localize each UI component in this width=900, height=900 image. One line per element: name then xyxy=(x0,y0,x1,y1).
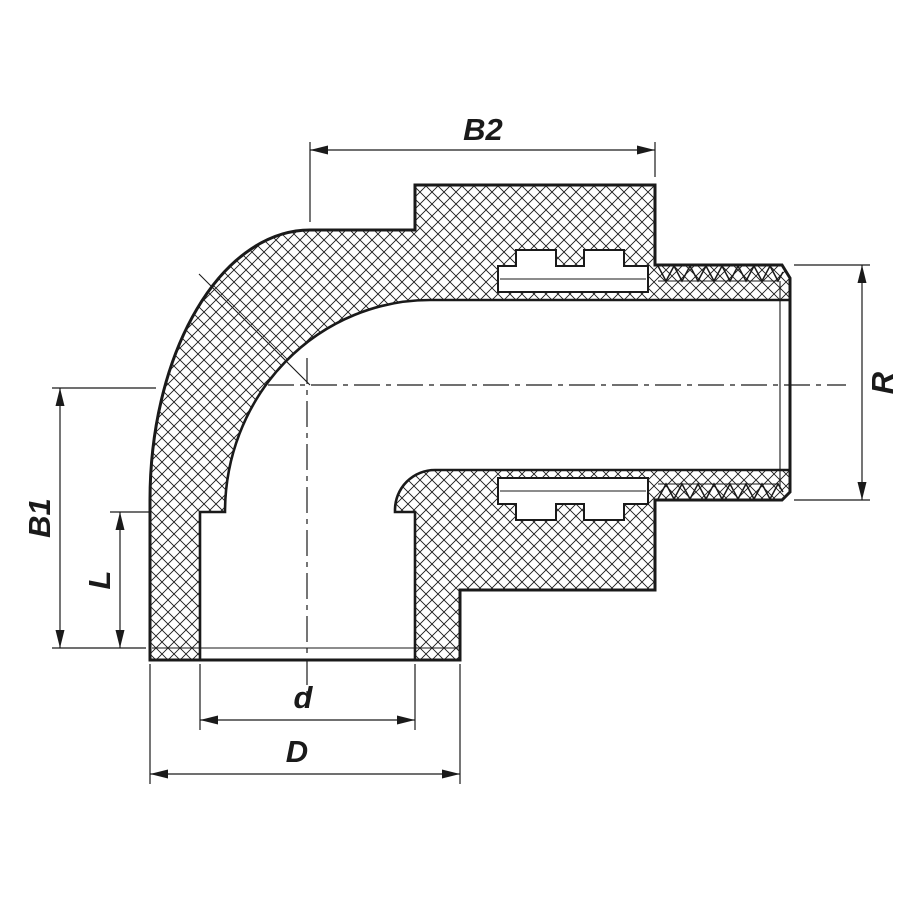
miter-diagonal-line xyxy=(198,273,311,386)
insert-top-shape xyxy=(497,249,649,293)
dim-r-arrow-top xyxy=(857,265,867,283)
dim-l: L xyxy=(82,511,150,648)
dim-label-l: L xyxy=(82,571,117,590)
thread-top xyxy=(657,264,784,283)
material-crosshatch-region xyxy=(150,185,790,660)
dim-d-arrow-right xyxy=(397,715,415,725)
dim-b2-arrow-left xyxy=(310,145,328,155)
thread-top-teeth xyxy=(657,264,784,283)
insert-bottom xyxy=(497,477,649,521)
dim-b1-arrow-bottom xyxy=(55,630,65,648)
dim-b2-arrow-right xyxy=(637,145,655,155)
dim-label-d-inner: d xyxy=(294,680,314,715)
fitting-section xyxy=(148,183,792,662)
fitting-bore-outline xyxy=(198,298,792,662)
insert-top xyxy=(497,249,649,293)
dim-d-outer-arrow-left xyxy=(150,769,168,779)
dim-b2: B2 xyxy=(309,112,656,222)
dim-r-arrow-bottom xyxy=(857,482,867,500)
dim-label-b1: B1 xyxy=(22,498,57,538)
dim-d-arrow-left xyxy=(200,715,218,725)
dim-r: R xyxy=(794,264,900,501)
thread-bottom xyxy=(657,482,784,501)
centerlines xyxy=(198,273,846,700)
dim-label-r: R xyxy=(865,371,900,394)
dim-d-outer-arrow-right xyxy=(442,769,460,779)
dim-b1-arrow-top xyxy=(55,388,65,406)
dim-l-arrow-bottom xyxy=(115,630,125,648)
dimensions: B2 R B1 L xyxy=(22,112,900,784)
dim-d-outer: D xyxy=(149,664,461,784)
thread-bottom-teeth xyxy=(657,482,784,501)
dim-d-inner: d xyxy=(199,664,416,730)
dim-label-d-outer: D xyxy=(286,734,308,769)
dim-b1: B1 xyxy=(22,387,156,649)
insert-bottom-shape xyxy=(497,477,649,521)
dim-l-arrow-top xyxy=(115,512,125,530)
fitting-outer-outline xyxy=(148,183,792,662)
dim-label-b2: B2 xyxy=(463,112,503,147)
